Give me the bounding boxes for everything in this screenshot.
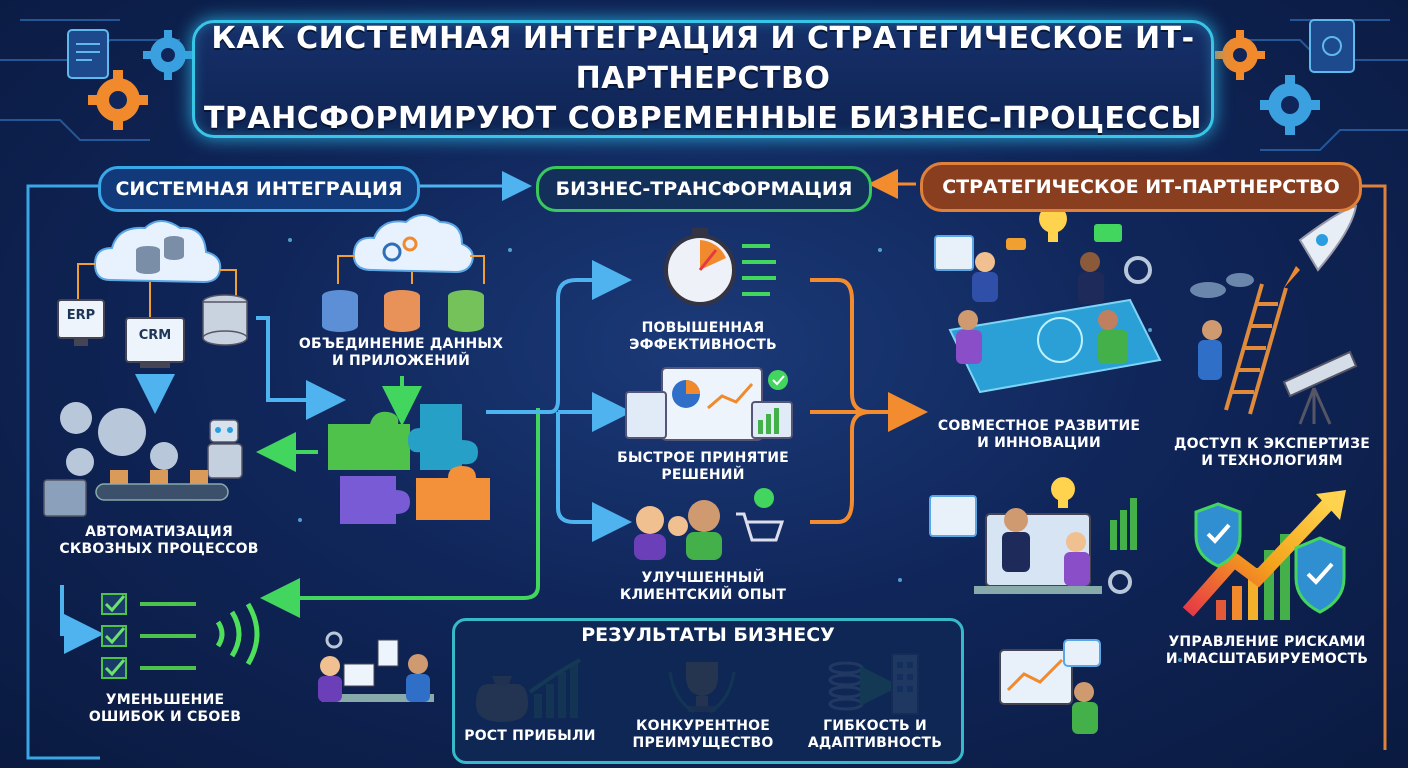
section-partnership: СТРАТЕГИЧЕСКОЕ ИТ-ПАРТНЕРСТВО	[920, 162, 1362, 212]
risk-scalability-label: УПРАВЛЕНИЕ РИСКАМИ И МАСШТАБИРУЕМОСТЬ	[1165, 634, 1369, 667]
partnership-frame	[1356, 184, 1387, 750]
checklist-icon	[101, 593, 196, 679]
customer-experience-label: УЛУЧШЕННЫЙ КЛИЕНТСКИЙ ОПЫТ	[619, 570, 787, 603]
telescope-icon	[1282, 350, 1358, 425]
signal-icon	[215, 602, 260, 666]
crm-label: CRM	[138, 328, 172, 343]
team-meeting-icon	[318, 631, 434, 702]
cloud-database-icon	[93, 220, 222, 284]
erp-label: ERP	[66, 308, 96, 323]
decisions-label: БЫСТРОЕ ПРИНЯТИЕ РЕШЕНИЙ	[617, 450, 789, 483]
integration-frame	[26, 184, 100, 760]
title-line-2: ТРАНСФОРМИРУЮТ СОВРЕМЕННЫЕ БИЗНЕС-ПРОЦЕС…	[203, 101, 1203, 136]
gear-cluster-icon	[60, 402, 178, 476]
stopwatch-icon	[664, 228, 776, 306]
gear-icon	[143, 30, 193, 80]
dashboard-icon	[625, 367, 793, 441]
section-transformation: БИЗНЕС-ТРАНСФОРМАЦИЯ	[536, 166, 872, 212]
codevelopment-label: СОВМЕСТНОЕ РАЗВИТИЕ И ИННОВАЦИИ	[937, 418, 1141, 451]
shield-icon	[1294, 536, 1346, 614]
growth-chart-icon	[1182, 490, 1346, 620]
advantage-label: КОНКУРЕНТНОЕ ПРЕИМУЩЕСТВО	[632, 718, 774, 751]
profit-label: РОСТ ПРИБЫЛИ	[464, 728, 596, 744]
feedback-arrow	[260, 408, 540, 618]
document-icon	[67, 29, 109, 79]
sparkle-decoration	[288, 238, 1182, 662]
analyst-icon	[999, 639, 1101, 734]
rocket-icon	[1190, 204, 1358, 298]
efficiency-label: ПОВЫШЕННАЯ ЭФФЕКТИВНОСТЬ	[629, 320, 777, 353]
puzzle-icon	[328, 404, 490, 524]
erp-monitor-icon	[57, 299, 105, 346]
person-climbing-icon	[1198, 320, 1222, 380]
data-integration-label: ОБЪЕДИНЕНИЕ ДАННЫХ И ПРИЛОЖЕНИЙ	[298, 336, 504, 369]
split-arrow	[486, 260, 632, 414]
title-line-1: КАК СИСТЕМНАЯ ИНТЕГРАЦИЯ И СТРАТЕГИЧЕСКО…	[211, 21, 1195, 96]
conveyor-icon	[95, 470, 229, 501]
cloud-gear-icon	[352, 214, 474, 274]
gear-icon	[1215, 30, 1265, 80]
database-stack-icon	[322, 290, 484, 332]
results-title: РЕЗУЛЬТАТЫ БИЗНЕСУ	[581, 624, 835, 646]
automation-label: АВТОМАТИЗАЦИЯ СКВОЗНЫХ ПРОЦЕССОВ	[59, 524, 259, 557]
title-banner: КАК СИСТЕМНАЯ ИНТЕГРАЦИЯ И СТРАТЕГИЧЕСКО…	[192, 20, 1214, 138]
server-icon	[202, 294, 248, 346]
flexibility-label: ГИБКОСТЬ И АДАПТИВНОСТЬ	[807, 718, 943, 751]
collaboration-scene-icon	[934, 204, 1162, 394]
crm-monitor-icon	[125, 317, 185, 368]
handshake-scene-icon	[929, 477, 1137, 594]
machine-icon	[43, 479, 87, 517]
shield-icon	[1194, 502, 1242, 568]
document-icon	[1309, 19, 1355, 73]
expertise-label: ДОСТУП К ЭКСПЕРТИЗЕ И ТЕХНОЛОГИЯМ	[1173, 436, 1370, 469]
gear-icon	[88, 70, 148, 130]
results-panel	[452, 618, 964, 764]
robot-icon	[207, 419, 243, 479]
section-integration: СИСТЕМНАЯ ИНТЕГРАЦИЯ	[98, 166, 420, 212]
gear-icon	[1260, 75, 1320, 135]
customers-icon	[634, 488, 785, 560]
errors-label: УМЕНЬШЕНИЕ ОШИБОК И СБОЕВ	[88, 692, 242, 725]
ladder-icon	[1224, 283, 1288, 415]
